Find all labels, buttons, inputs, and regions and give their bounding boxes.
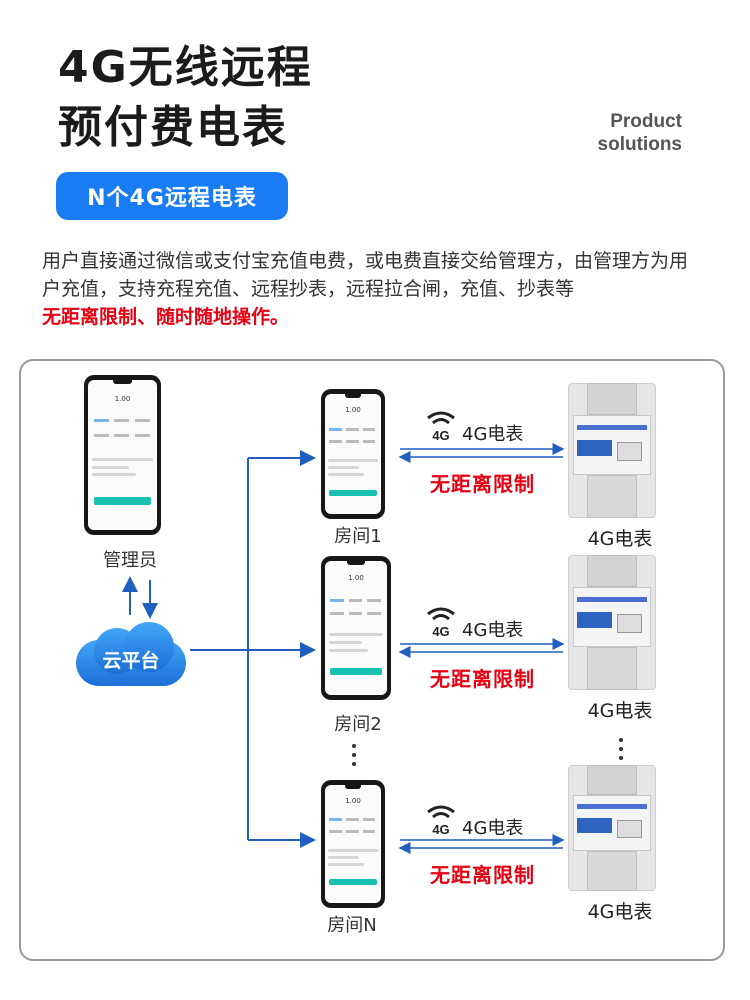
room2-phone: 1.00 [321,556,391,700]
cloud-platform: 云平台 [76,622,186,686]
room1-phone: 1.00 [321,389,385,519]
svg-text:4G: 4G [432,428,449,442]
description-highlight: 无距离限制、随时随地操作。 [42,306,290,328]
limit-label-room2: 无距离限制 [430,667,535,691]
roomN-label: 房间N [327,915,377,936]
meter-label-room2: 4G电表 [587,700,653,722]
svg-text:4G: 4G [432,624,449,638]
cloud-label: 云平台 [102,650,160,672]
room2-label: 房间2 [334,714,382,735]
phone-balance: 1.00 [114,395,131,403]
description-text: 用户直接通过微信或支付宝充值电费，或电费直接交给管理方，由管理方为用户充值，支持… [42,250,689,300]
ellipsis-dots-right [618,738,624,765]
product-label: Product [610,111,682,132]
admin-label: 管理员 [103,550,157,571]
signal-label-roomN: 4G电表 [462,818,524,839]
limit-label-roomN: 无距离限制 [430,863,535,887]
phone-balance: 1.00 [345,406,361,414]
ellipsis-dots-left [351,744,357,771]
signal-label-room1: 4G电表 [462,424,524,445]
meter-roomN [568,765,656,891]
signal-label-room2: 4G电表 [462,620,524,641]
svg-text:4G: 4G [432,822,449,836]
4G-signal-icon: 4G [427,607,455,638]
phone-balance: 1.00 [348,574,364,583]
4G-signal-icon: 4G [427,411,455,442]
meter-label-roomN: 4G电表 [587,901,653,923]
phone-balance: 1.00 [345,796,361,805]
description: 用户直接通过微信或支付宝充值电费，或电费直接交给管理方，由管理方为用户充值，支持… [42,247,702,331]
solutions-label: solutions [597,134,682,155]
meter-room2 [568,555,656,690]
admin-phone: 1.00 [84,375,161,535]
meter-label-room1: 4G电表 [587,528,653,550]
room1-label: 房间1 [334,526,382,547]
product-solutions-label: Product solutions [598,110,682,156]
limit-label-room1: 无距离限制 [430,472,535,496]
feature-badge: N个4G远程电表 [56,172,288,220]
page-title-line2: 预付费电表 [58,102,288,153]
roomN-phone: 1.00 [321,780,385,908]
page-title-line1: 4G无线远程 [58,42,313,93]
4G-signal-icon: 4G [427,805,455,836]
meter-room1 [568,383,656,518]
